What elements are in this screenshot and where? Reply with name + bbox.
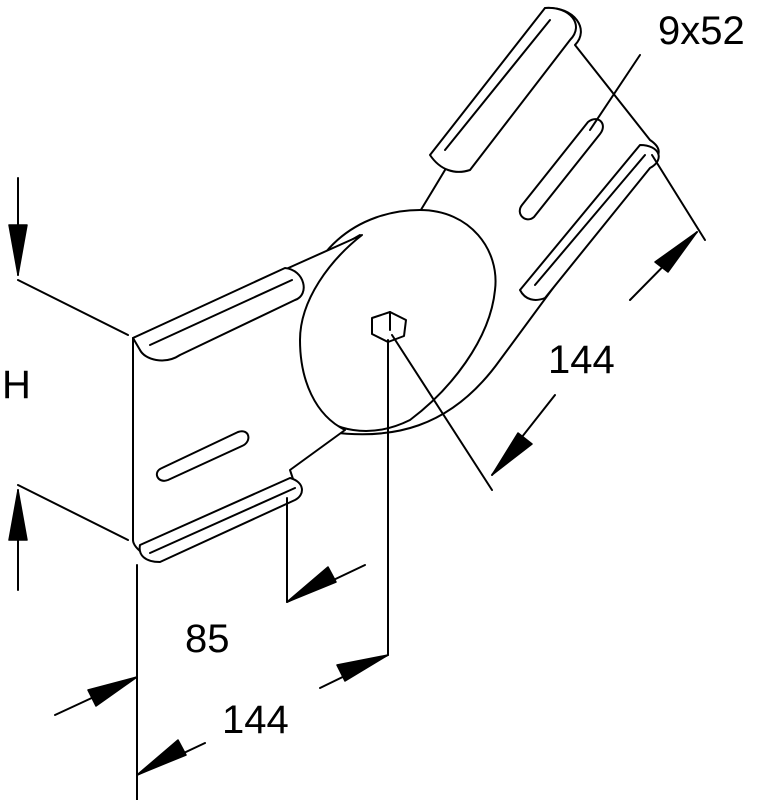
diagonal-arrow-upper (654, 231, 698, 273)
height-extension-top (17, 279, 129, 336)
lower-plate (132, 234, 363, 563)
width-diagonal-label: 144 (548, 338, 615, 382)
upper-slot (518, 118, 604, 221)
height-arrow-top (8, 224, 28, 276)
lower-slot (155, 430, 250, 482)
slot-leader (589, 54, 641, 131)
width-arrow-tail (136, 739, 187, 776)
width-arrow-left (87, 676, 138, 707)
height-extension-bottom (17, 484, 129, 541)
slot-size-label: 9x52 (658, 9, 745, 53)
offset-label: 85 (185, 617, 230, 661)
hex-bolt (371, 311, 407, 343)
width-arrow-right (336, 654, 389, 682)
height-label: H (2, 363, 31, 407)
height-arrow-bottom (8, 489, 28, 541)
diagonal-extension-edge (651, 154, 706, 241)
diagonal-extension-bolt (391, 334, 493, 491)
diagonal-arrow-lower (491, 432, 533, 476)
width-bottom-label: 144 (222, 698, 289, 742)
offset-arrow (286, 566, 337, 603)
